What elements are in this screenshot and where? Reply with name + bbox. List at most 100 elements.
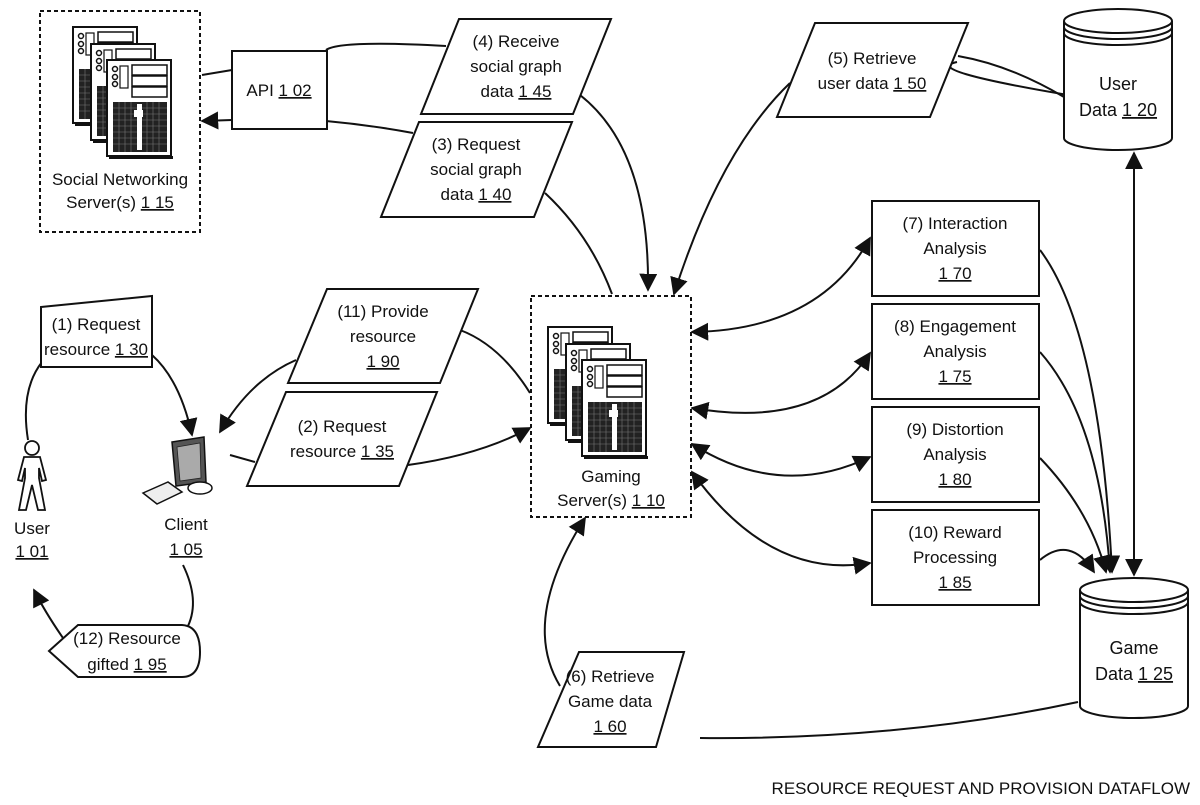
step-3-request-social-graph[interactable]: (3) Request social graph data 1 40	[381, 122, 572, 217]
connector-api-to-social	[202, 120, 232, 121]
connector-s12-user	[34, 590, 63, 638]
user-label: User	[14, 519, 50, 538]
user-data-store[interactable]: User Data 1 20	[1064, 9, 1172, 150]
connector-gaming-s10	[692, 472, 870, 565]
connector-s5-gaming	[674, 83, 790, 294]
step-9-line2: Analysis	[923, 445, 986, 464]
game-data-label-2: Data	[1095, 664, 1138, 684]
step-1-line2: resource	[44, 340, 115, 359]
client-ref: 1 05	[169, 540, 202, 559]
svg-text:Server(s) 1 10: Server(s) 1 10	[557, 491, 665, 510]
step-7-line2: Analysis	[923, 239, 986, 258]
step-6-ref: 1 60	[593, 717, 626, 736]
person-icon	[18, 441, 46, 510]
game-data-label: Game	[1109, 638, 1158, 658]
step-1-line1: (1) Request	[52, 315, 141, 334]
svg-text:user data 1 50: user data 1 50	[818, 74, 927, 93]
step-2-line2: resource	[290, 442, 361, 461]
step-2-line1: (2) Request	[298, 417, 387, 436]
connector-s2-gaming	[408, 428, 530, 465]
svg-text:Data 1 20: Data 1 20	[1079, 100, 1157, 120]
step-12-resource-gifted[interactable]: (12) Resource gifted 1 95	[49, 625, 200, 677]
connector-gaming-s8	[692, 353, 870, 413]
step-7-line1: (7) Interaction	[903, 214, 1008, 233]
gaming-server-ref: 1 10	[632, 491, 665, 510]
connector-s3-gaming	[545, 193, 612, 294]
step-4-receive-social-graph[interactable]: (4) Receive social graph data 1 45	[421, 19, 611, 114]
step-5-retrieve-user-data[interactable]: (5) Retrieve user data 1 50	[777, 23, 968, 117]
game-data-store[interactable]: Game Data 1 25	[1080, 578, 1188, 718]
user-actor[interactable]: User 1 01	[14, 441, 50, 561]
step-6-retrieve-game-data[interactable]: (6) Retrieve Game data 1 60	[538, 652, 684, 747]
connector-s10-gamedata	[1040, 550, 1094, 572]
client-node[interactable]: Client 1 05	[143, 437, 212, 559]
user-ref: 1 01	[15, 542, 48, 561]
step-12-line2: gifted	[87, 655, 133, 674]
connector-client-s12	[183, 565, 193, 626]
step-11-line1: (11) Provide	[337, 302, 428, 321]
social-server-label-2: Server(s)	[66, 193, 141, 212]
step-10-reward-processing[interactable]: (10) Reward Processing 1 85	[872, 510, 1039, 605]
step-11-line2: resource	[350, 327, 416, 346]
user-data-label: User	[1099, 74, 1137, 94]
svg-text:data 1 40: data 1 40	[441, 185, 512, 204]
step-9-distortion-analysis[interactable]: (9) Distortion Analysis 1 80	[872, 407, 1039, 502]
step-4-line1: (4) Receive	[473, 32, 560, 51]
step-4-line2: social graph	[470, 57, 562, 76]
step-8-ref: 1 75	[938, 367, 971, 386]
connector-gaming-s11	[460, 330, 530, 393]
svg-text:Data 1 25: Data 1 25	[1095, 664, 1173, 684]
connector-s1-client	[152, 355, 192, 435]
connector-gaming-s9	[692, 444, 870, 476]
api-label: API	[246, 81, 278, 100]
connector-api-social-top	[202, 70, 232, 75]
svg-text:resource 1 35: resource 1 35	[290, 442, 394, 461]
step-2-request-resource[interactable]: (2) Request resource 1 35	[247, 392, 437, 486]
svg-text:Server(s) 1 15: Server(s) 1 15	[66, 193, 174, 212]
user-data-ref: 1 20	[1122, 100, 1157, 120]
step-8-engagement-analysis[interactable]: (8) Engagement Analysis 1 75	[872, 304, 1039, 399]
figure-title: RESOURCE REQUEST AND PROVISION DATAFLOW	[772, 779, 1190, 798]
step-9-line1: (9) Distortion	[906, 420, 1003, 439]
step-10-line2: Processing	[913, 548, 997, 567]
step-5-ref: 1 50	[893, 74, 926, 93]
connector-gaming-s7	[692, 238, 870, 332]
step-8-line1: (8) Engagement	[894, 317, 1016, 336]
social-networking-server[interactable]: Social Networking Server(s) 1 15	[40, 11, 200, 232]
step-10-line1: (10) Reward	[908, 523, 1002, 542]
api-node[interactable]: API 1 02	[232, 51, 327, 129]
step-8-line2: Analysis	[923, 342, 986, 361]
social-server-ref: 1 15	[141, 193, 174, 212]
connector-s4-api	[326, 44, 446, 50]
step-3-ref: 1 40	[478, 185, 511, 204]
step-4-line3: data	[481, 82, 519, 101]
step-11-ref: 1 90	[366, 352, 399, 371]
step-5-line1: (5) Retrieve	[828, 49, 917, 68]
computer-icon	[143, 437, 212, 504]
game-data-ref: 1 25	[1138, 664, 1173, 684]
step-1-ref: 1 30	[115, 340, 148, 359]
step-10-ref: 1 85	[938, 573, 971, 592]
step-3-line3: data	[441, 185, 479, 204]
svg-text:data 1 45: data 1 45	[481, 82, 552, 101]
step-6-line2: Game data	[568, 692, 653, 711]
step-4-ref: 1 45	[518, 82, 551, 101]
step-7-interaction-analysis[interactable]: (7) Interaction Analysis 1 70	[872, 201, 1039, 296]
connector-s3-api	[326, 121, 413, 133]
connector-s4-gaming	[580, 95, 648, 290]
client-label: Client	[164, 515, 208, 534]
svg-text:gifted 1 95: gifted 1 95	[87, 655, 166, 674]
step-9-ref: 1 80	[938, 470, 971, 489]
gaming-server-label-2: Server(s)	[557, 491, 632, 510]
step-3-line2: social graph	[430, 160, 522, 179]
api-ref: 1 02	[279, 81, 312, 100]
step-12-ref: 1 95	[134, 655, 167, 674]
step-11-provide-resource[interactable]: (11) Provide resource 1 90	[288, 289, 478, 383]
user-data-label-2: Data	[1079, 100, 1122, 120]
step-1-request-resource[interactable]: (1) Request resource 1 30	[41, 296, 152, 367]
connector-client-s2	[230, 455, 255, 462]
step-3-line1: (3) Request	[432, 135, 521, 154]
step-12-line1: (12) Resource	[73, 629, 181, 648]
svg-text:resource 1 30: resource 1 30	[44, 340, 148, 359]
gaming-server[interactable]: Gaming Server(s) 1 10	[531, 296, 691, 517]
